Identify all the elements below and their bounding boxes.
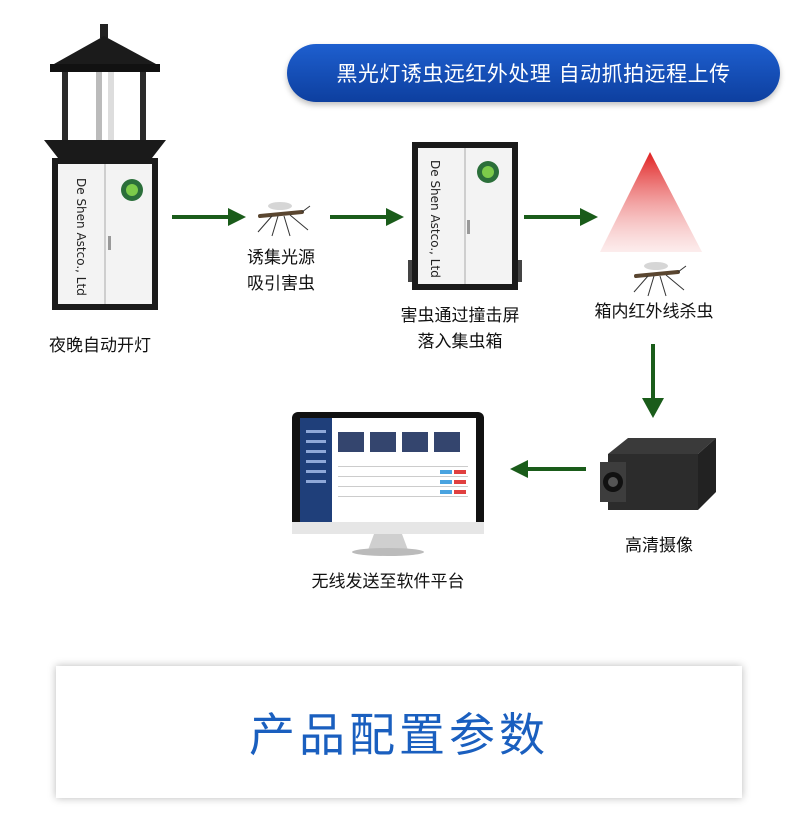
mosquito-icon (626, 252, 688, 300)
label-night-light: 夜晚自动开灯 (20, 334, 180, 359)
arrow-right (524, 206, 600, 228)
title-banner: 黑光灯诱虫远红外处理 自动抓拍远程上传 (287, 44, 780, 102)
brand-text: De Shen Astco., Ltd (74, 178, 88, 296)
arrow-left (508, 458, 586, 480)
monitor (290, 410, 486, 562)
arrow-right (172, 206, 248, 228)
collector-cabinet (408, 140, 522, 296)
label-hd-camera: 高清摄像 (590, 534, 728, 559)
label-wireless-upload: 无线发送至软件平台 (282, 570, 494, 595)
label-infrared-kill: 箱内红外线杀虫 (572, 300, 736, 325)
hd-camera (598, 432, 720, 516)
label-attract-2: 吸引害虫 (222, 272, 340, 297)
lamp-trap-device (40, 18, 170, 318)
label-attract-1: 诱集光源 (222, 246, 340, 271)
product-config-box: 产品配置参数 (56, 666, 742, 798)
brand-text: De Shen Astco., Ltd (428, 160, 442, 278)
product-config-title: 产品配置参数 (249, 699, 549, 765)
arrow-down (640, 344, 666, 420)
label-collide-2: 落入集虫箱 (370, 330, 550, 355)
mosquito-icon (250, 192, 312, 240)
infrared-cone (598, 150, 704, 254)
arrow-right (330, 206, 406, 228)
label-collide-1: 害虫通过撞击屏 (370, 304, 550, 329)
